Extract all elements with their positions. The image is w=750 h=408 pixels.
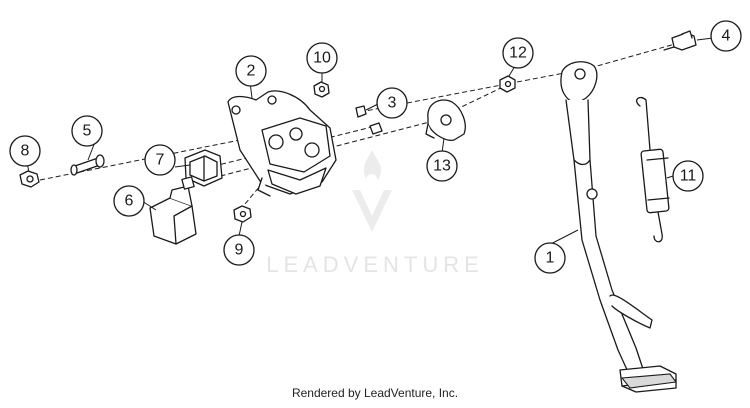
- part-4-bolt: [663, 30, 697, 51]
- part-3-screws: [355, 105, 383, 135]
- watermark: LEADVENTURE: [266, 150, 484, 277]
- callout-1: 1: [534, 242, 566, 274]
- callout-12-number: 12: [509, 45, 527, 62]
- callout-10: 10: [306, 42, 338, 74]
- part-8-nut: [19, 170, 40, 188]
- callout-2-number: 2: [247, 63, 256, 80]
- part-11-spring: [636, 96, 670, 243]
- callout-8: 8: [9, 135, 41, 167]
- watermark-text: LEADVENTURE: [266, 252, 484, 277]
- callout-12: 12: [502, 37, 534, 69]
- part-1-side-stand: [560, 61, 678, 393]
- part-13-cover: [425, 99, 466, 141]
- callout-13-number: 13: [433, 158, 451, 175]
- callout-9: 9: [223, 234, 255, 266]
- callout-1-number: 1: [546, 250, 555, 267]
- callout-2: 2: [235, 55, 267, 87]
- watermark-logo: [352, 150, 392, 232]
- part-7-clamp: [184, 149, 223, 187]
- part-12-bolt: [499, 75, 516, 93]
- callout-8-number: 8: [21, 143, 30, 160]
- callout-7: 7: [144, 144, 176, 176]
- callout-4: 4: [710, 20, 742, 52]
- callout-4-number: 4: [722, 28, 731, 45]
- callout-13: 13: [426, 150, 458, 182]
- part-2-bracket: [227, 90, 337, 197]
- callout-9-number: 9: [235, 242, 244, 259]
- callout-11: 11: [672, 160, 704, 192]
- rendered-by-credit: Rendered by LeadVenture, Inc.: [291, 386, 459, 400]
- callout-6-number: 6: [125, 193, 134, 210]
- callout-11-number: 11: [680, 168, 697, 185]
- callout-3: 3: [376, 87, 408, 119]
- callout-5: 5: [71, 115, 103, 147]
- callout-5-number: 5: [83, 123, 92, 140]
- part-6-sensor: [149, 176, 197, 245]
- callout-3-number: 3: [388, 95, 397, 112]
- callout-10-number: 10: [313, 50, 331, 67]
- callout-6: 6: [113, 185, 145, 217]
- part-10-small-nut: [313, 81, 330, 98]
- callout-7-number: 7: [156, 152, 165, 169]
- part-5-sleeve: [70, 154, 105, 176]
- part-9-nut: [233, 205, 252, 223]
- callouts: 1 2 3 4 5 6 7 8 9 10 11 12 13: [9, 20, 742, 274]
